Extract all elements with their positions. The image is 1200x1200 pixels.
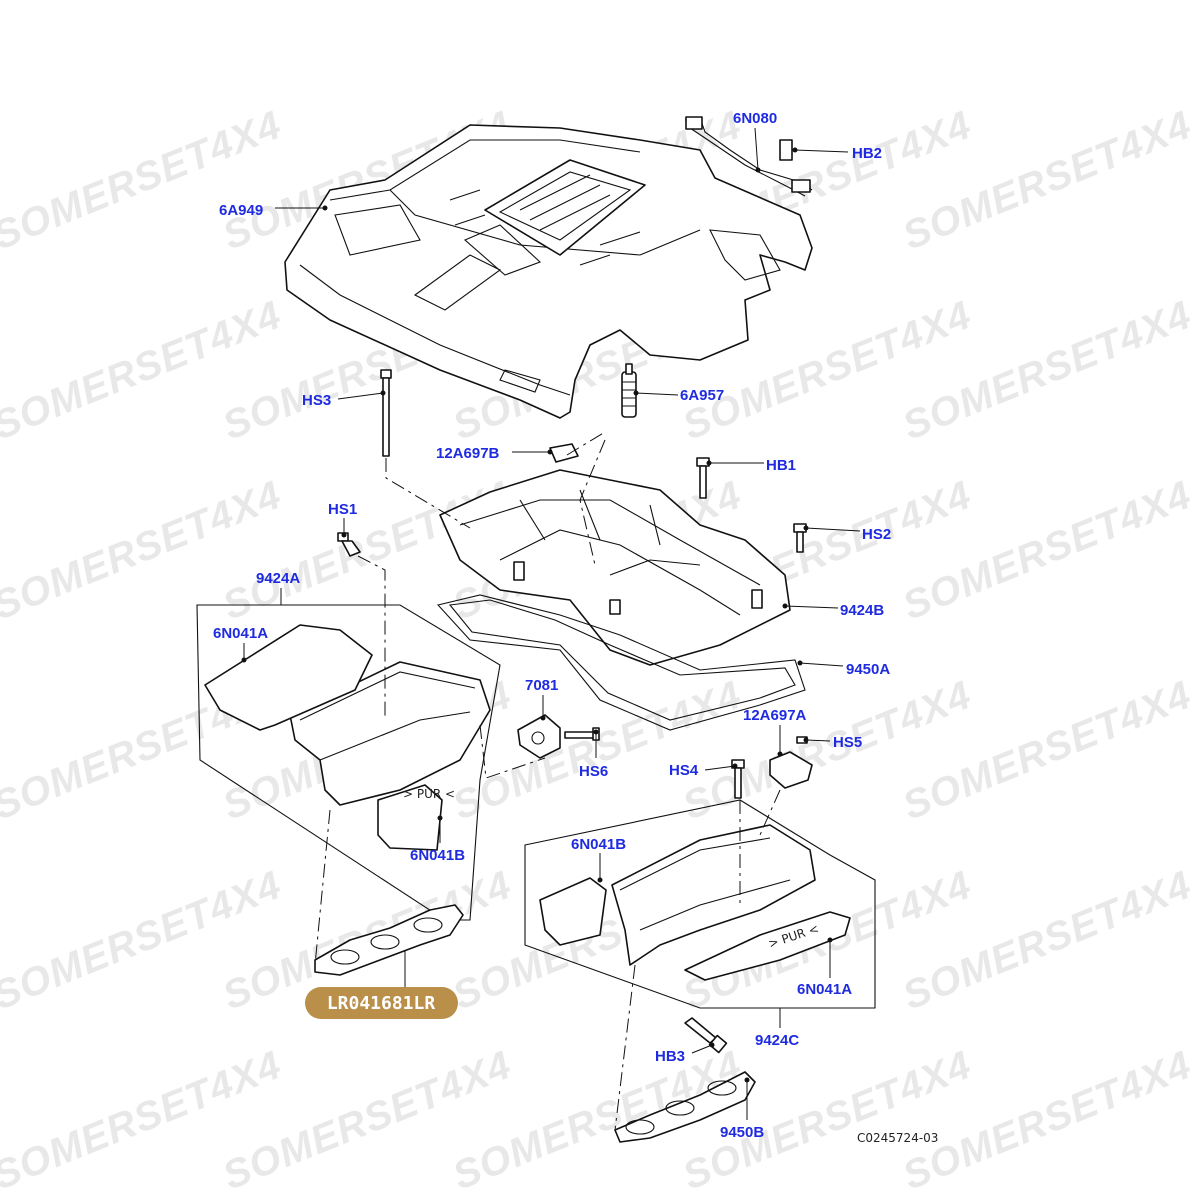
- bolt-hb3-part[interactable]: [684, 1017, 728, 1054]
- label-12a697b[interactable]: 12A697B: [436, 445, 500, 462]
- harness-bracket-part[interactable]: [684, 116, 813, 197]
- gasket-9450a-part[interactable]: [436, 594, 806, 731]
- lower-manifold-left-part[interactable]: [289, 661, 491, 806]
- label-hs4[interactable]: HS4: [669, 762, 699, 779]
- assembly-box-9424a: [196, 604, 501, 921]
- diagram-reference: C0245724-03: [857, 1131, 938, 1145]
- label-hs6[interactable]: HS6: [579, 763, 608, 780]
- label-6a957[interactable]: 6A957: [680, 387, 724, 404]
- label-6n041a-bottom[interactable]: 6N041A: [797, 981, 852, 998]
- bolt-hs6-part[interactable]: [564, 727, 600, 741]
- sensor-top-part[interactable]: [549, 443, 579, 463]
- intake-manifold-upper-part[interactable]: [439, 469, 791, 666]
- injector-part[interactable]: [621, 363, 637, 418]
- label-hs1[interactable]: HS1: [328, 501, 357, 518]
- label-9450b[interactable]: 9450B: [720, 1124, 764, 1141]
- label-9424c[interactable]: 9424C: [755, 1032, 799, 1049]
- label-9424a[interactable]: 9424A: [256, 570, 300, 587]
- label-hs3[interactable]: HS3: [302, 392, 331, 409]
- cover-6n041a-top-part[interactable]: [204, 624, 373, 731]
- engine-cover-part[interactable]: [284, 124, 813, 419]
- label-6n041b-right[interactable]: 6N041B: [571, 836, 626, 853]
- label-hs2[interactable]: HS2: [862, 526, 891, 543]
- lower-manifold-right-part[interactable]: [611, 824, 816, 966]
- gasket-lr041681lr-part[interactable]: [314, 904, 464, 976]
- part-labels: 6N080 HB2 6A949 HS3 6A957 12A697B HB1 HS…: [213, 110, 891, 1141]
- pur-marking-left: > PUR <: [403, 787, 455, 801]
- cover-6n041b-left-part[interactable]: > PUR <: [377, 784, 455, 851]
- label-7081[interactable]: 7081: [525, 677, 558, 694]
- highlighted-part-badge[interactable]: LR041681LR: [305, 987, 458, 1019]
- label-6n041b-left[interactable]: 6N041B: [410, 847, 465, 864]
- label-hs5[interactable]: HS5: [833, 734, 862, 751]
- label-hb1[interactable]: HB1: [766, 457, 796, 474]
- label-6n041a-top[interactable]: 6N041A: [213, 625, 268, 642]
- assembly-box-9424c: [524, 799, 876, 1009]
- cover-6n041b-right-part[interactable]: [539, 877, 607, 946]
- gasket-9450b-part[interactable]: [614, 1071, 756, 1143]
- label-12a697a[interactable]: 12A697A: [743, 707, 807, 724]
- highlight-label[interactable]: LR041681LR: [327, 993, 436, 1014]
- label-9450a[interactable]: 9450A: [846, 661, 890, 678]
- label-6n080[interactable]: 6N080: [733, 110, 777, 127]
- bracket-7081-part[interactable]: [517, 714, 561, 759]
- assembly-lines: [314, 431, 781, 1131]
- bolt-hs4-part[interactable]: [731, 759, 745, 799]
- label-hb3[interactable]: HB3: [655, 1048, 685, 1065]
- label-6a949[interactable]: 6A949: [219, 202, 263, 219]
- sensor-lower-part[interactable]: [769, 751, 813, 789]
- highlight-pill: [305, 987, 458, 1019]
- label-9424b[interactable]: 9424B: [840, 602, 884, 619]
- leader-lines: [241, 127, 861, 1120]
- long-bolt-part[interactable]: [380, 369, 392, 457]
- label-hb2[interactable]: HB2: [852, 145, 882, 162]
